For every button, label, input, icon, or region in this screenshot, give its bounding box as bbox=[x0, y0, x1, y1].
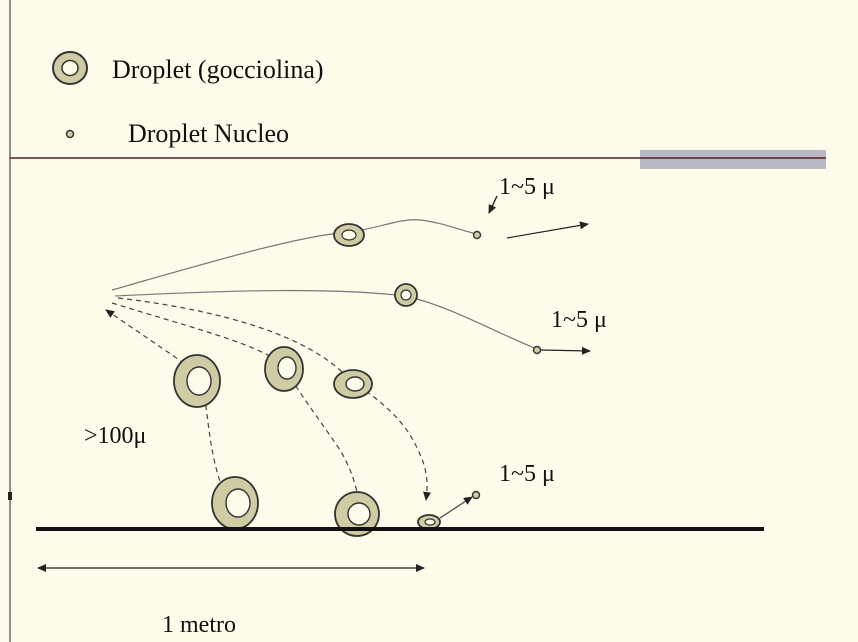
droplets bbox=[173, 223, 441, 537]
trajectory-middle-arrow bbox=[540, 346, 591, 355]
nucleus-middle bbox=[532, 345, 542, 355]
pointer-arrow-top bbox=[488, 195, 498, 214]
legend-nucleus-label: Droplet Nucleo bbox=[128, 119, 289, 148]
size-label-middle: 1~5 μ bbox=[551, 307, 607, 333]
accent-bar bbox=[640, 150, 826, 169]
size-label-top: 1~5 μ bbox=[499, 174, 555, 200]
left-tick bbox=[8, 492, 12, 500]
trajectory-dashed-2 bbox=[111, 302, 364, 519]
size-label-large: >100μ bbox=[84, 423, 146, 449]
trajectory-middle bbox=[114, 289, 538, 350]
trajectory-dashed-3 bbox=[117, 297, 432, 501]
nucleus-top bbox=[472, 230, 482, 240]
bottom-ejection-line bbox=[439, 496, 473, 519]
trajectory-dashed-1 bbox=[105, 309, 237, 506]
legend-nucleus-icon bbox=[65, 129, 75, 139]
trajectory-top bbox=[111, 219, 478, 291]
nucleus-bottom bbox=[471, 490, 481, 500]
size-label-bottom: 1~5 μ bbox=[499, 461, 555, 487]
distance-label: 1 metro bbox=[162, 612, 236, 638]
legend-droplet-label: Droplet (gocciolina) bbox=[112, 55, 324, 84]
nuclei bbox=[471, 230, 542, 500]
legend: Droplet (gocciolina) Droplet Nucleo bbox=[52, 51, 324, 148]
trajectory-top-arrow bbox=[506, 221, 589, 239]
